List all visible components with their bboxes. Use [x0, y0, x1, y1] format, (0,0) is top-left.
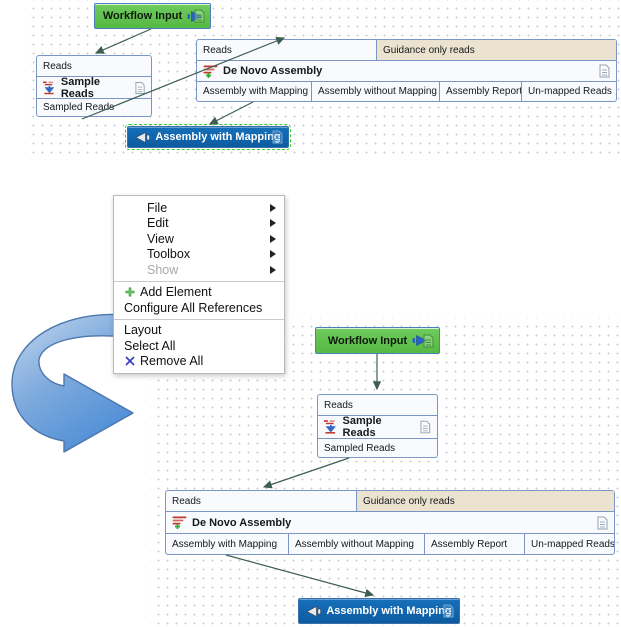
port-assembly-with-mapping[interactable]: Assembly with Mapping [203, 86, 309, 97]
output-port-row[interactable]: Assembly with Mapping Assembly without M… [197, 81, 616, 101]
tool-title-row[interactable]: De Novo Assembly [166, 511, 614, 533]
port-assembly-without-mapping[interactable]: Assembly without Mapping [311, 82, 439, 101]
port-assembly-report[interactable]: Assembly Report [439, 82, 521, 101]
menu-item-label: Configure All References [124, 300, 263, 315]
port-assembly-without-mapping[interactable]: Assembly without Mapping [288, 534, 424, 554]
submenu-arrow-icon [270, 234, 276, 243]
sample-reads-icon [324, 420, 336, 434]
menu-item-toolbox[interactable]: Toolbox [114, 247, 284, 263]
document-icon [423, 334, 434, 347]
menu-item-show[interactable]: Show [114, 262, 284, 278]
output-port-row[interactable]: Sampled Reads [37, 98, 151, 116]
menu-item-add-element[interactable]: Add Element [114, 285, 284, 301]
de-novo-assembly-label: De Novo Assembly [223, 65, 323, 77]
output-port-row[interactable]: Sampled Reads [318, 438, 437, 457]
submenu-arrow-icon [270, 219, 276, 228]
menu-item-label: File [147, 200, 168, 215]
menu-item-label: Edit [147, 216, 169, 231]
menu-item-label: Layout [124, 323, 162, 338]
port-sampled-reads[interactable]: Sampled Reads [324, 442, 396, 454]
sample-reads-label: Sample Reads [60, 75, 100, 100]
menu-item-layout[interactable]: Layout [114, 323, 284, 339]
menu-item-remove-all[interactable]: Remove All [114, 354, 284, 370]
output-arrow-icon [135, 131, 151, 143]
input-port-row[interactable]: Reads [318, 395, 437, 415]
port-reads[interactable]: Reads [203, 44, 232, 56]
menu-item-label: Toolbox [147, 247, 191, 262]
menu-item-select-all[interactable]: Select All [114, 338, 284, 354]
de-novo-assembly-node-bottom[interactable]: Reads Guidance only reads De Novo Assemb… [165, 490, 615, 555]
assembly-output-node-top[interactable]: Assembly with Mapping [125, 124, 291, 150]
sample-reads-node-top[interactable]: Reads Sample Reads Sampled Reads [36, 55, 152, 117]
big-curved-arrow-icon [11, 313, 134, 453]
input-port-row[interactable]: Reads Guidance only reads [166, 491, 614, 511]
de-novo-assembly-icon [203, 65, 218, 78]
de-novo-assembly-label: De Novo Assembly [192, 516, 292, 529]
menu-item-view[interactable]: View [114, 231, 284, 247]
input-port-row[interactable]: Reads Guidance only reads [197, 40, 616, 60]
document-icon [597, 516, 608, 529]
menu-item-label: Show [147, 262, 179, 277]
port-sampled-reads[interactable]: Sampled Reads [43, 102, 115, 113]
document-icon [135, 81, 145, 94]
document-icon [272, 130, 283, 144]
workflow-input-label: Workflow Input [327, 334, 408, 347]
submenu-arrow-icon [270, 250, 276, 259]
tool-title-row[interactable]: De Novo Assembly [197, 60, 616, 81]
port-reads[interactable]: Reads [43, 60, 72, 72]
port-assembly-report[interactable]: Assembly Report [424, 534, 524, 554]
sample-reads-node-bottom[interactable]: Reads Sample Reads Sampled Reads [317, 394, 438, 458]
de-novo-assembly-node-top[interactable]: Reads Guidance only reads De Novo Assemb… [196, 39, 617, 102]
add-element-plus-icon [123, 287, 137, 297]
context-menu: File Edit View Toolbox Show [113, 195, 285, 374]
input-arrow-icon [187, 10, 202, 22]
port-reads[interactable]: Reads [172, 495, 201, 507]
port-un-mapped-reads[interactable]: Un-mapped Reads [524, 534, 614, 554]
menu-item-configure-all-references[interactable]: Configure All References [114, 300, 284, 316]
menu-item-label: View [147, 231, 174, 246]
menu-item-label: Remove All [140, 354, 204, 369]
menu-item-label: Add Element [140, 285, 212, 300]
tool-title-row[interactable]: Sample Reads [318, 415, 437, 439]
assembly-output-node-bottom[interactable]: Assembly with Mapping [298, 598, 460, 624]
menu-separator [114, 318, 284, 320]
port-guidance-only-reads[interactable]: Guidance only reads [376, 40, 616, 60]
sample-reads-icon [43, 81, 55, 94]
submenu-arrow-icon [270, 265, 276, 274]
input-arrow-icon [412, 335, 427, 346]
port-guidance-only-reads[interactable]: Guidance only reads [356, 491, 614, 511]
de-novo-assembly-icon [172, 516, 187, 529]
menu-item-label: Select All [124, 338, 176, 353]
sample-reads-label: Sample Reads [342, 415, 382, 439]
workflow-input-label: Workflow Input [102, 10, 183, 22]
workflow-input-node-top[interactable]: Workflow Input [94, 3, 211, 29]
document-icon [194, 9, 205, 23]
port-assembly-with-mapping[interactable]: Assembly with Mapping [172, 538, 278, 550]
menu-item-edit[interactable]: Edit [114, 216, 284, 232]
output-arrow-icon [306, 605, 322, 617]
remove-all-x-icon [123, 356, 137, 366]
submenu-arrow-icon [270, 203, 276, 212]
output-port-row[interactable]: Assembly with Mapping Assembly without M… [166, 533, 614, 554]
port-un-mapped-reads[interactable]: Un-mapped Reads [521, 82, 616, 101]
input-port-row[interactable]: Reads [37, 56, 151, 76]
document-icon [599, 64, 610, 78]
menu-separator [114, 280, 284, 282]
document-icon [443, 604, 454, 618]
assembly-output-label: Assembly with Mapping [326, 605, 452, 617]
workflow-input-node-bottom[interactable]: Workflow Input [315, 327, 440, 354]
assembly-output-label: Assembly with Mapping [155, 131, 281, 143]
port-reads[interactable]: Reads [324, 399, 353, 411]
menu-item-file[interactable]: File [114, 200, 284, 216]
document-icon [420, 420, 431, 434]
tool-title-row[interactable]: Sample Reads [37, 75, 151, 100]
